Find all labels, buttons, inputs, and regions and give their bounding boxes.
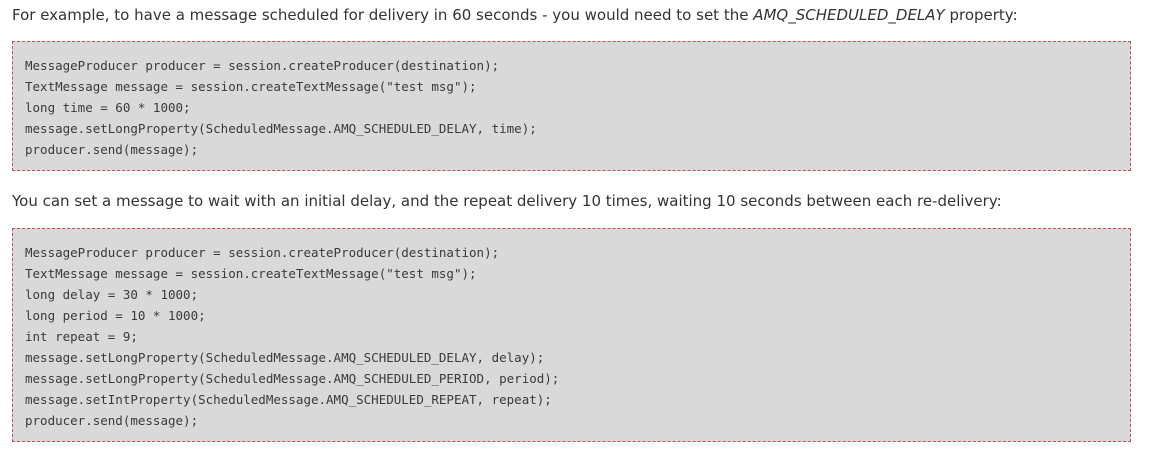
code-line: message.setLongProperty(ScheduledMessage…: [25, 350, 545, 365]
code-line: message.setLongProperty(ScheduledMessage…: [25, 121, 537, 136]
code-line: long delay = 30 * 1000;: [25, 287, 199, 302]
code-line: producer.send(message);: [25, 413, 199, 428]
code-block-repeat-example: MessageProducer producer = session.creat…: [12, 228, 1131, 442]
code-line: message.setIntProperty(ScheduledMessage.…: [25, 392, 552, 407]
repeat-paragraph: You can set a message to wait with an in…: [12, 192, 1002, 210]
code-line: long time = 60 * 1000;: [25, 100, 191, 115]
code-line: producer.send(message);: [25, 142, 199, 157]
code-line: TextMessage message = session.createText…: [25, 79, 477, 94]
code-line: MessageProducer producer = session.creat…: [25, 245, 500, 260]
code-line: MessageProducer producer = session.creat…: [25, 58, 500, 73]
code-line: message.setLongProperty(ScheduledMessage…: [25, 371, 560, 386]
code-block-delay-example: MessageProducer producer = session.creat…: [12, 41, 1131, 171]
scheduled-delay-property: AMQ_SCHEDULED_DELAY: [753, 6, 945, 24]
code-line: TextMessage message = session.createText…: [25, 266, 477, 281]
code-line: long period = 10 * 1000;: [25, 308, 206, 323]
intro-text-after: property:: [944, 6, 1018, 24]
intro-paragraph: For example, to have a message scheduled…: [12, 5, 1018, 25]
code-line: int repeat = 9;: [25, 329, 138, 344]
intro-text-before: For example, to have a message scheduled…: [12, 6, 754, 24]
